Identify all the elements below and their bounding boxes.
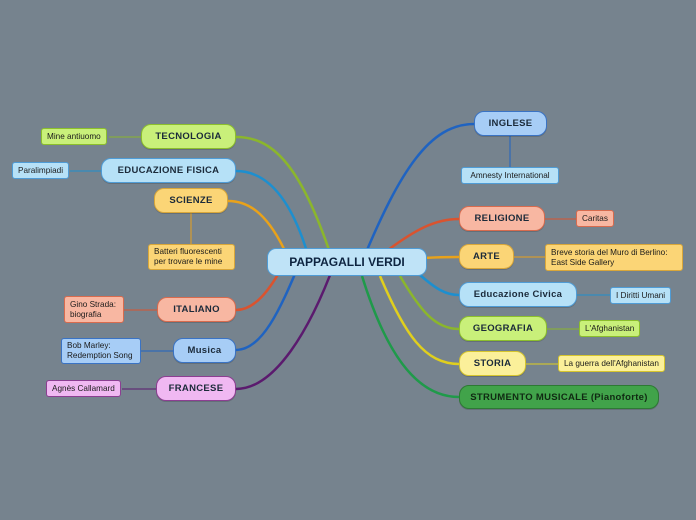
link-arte — [423, 255, 460, 260]
subtopic-amnesty-international[interactable]: Amnesty International — [461, 167, 559, 184]
topic-strumento-musicale[interactable]: STRUMENTO MUSICALE (Pianoforte) — [459, 385, 659, 409]
topic-inglese[interactable]: INGLESE — [474, 111, 547, 136]
link-educazione-fisica — [235, 169, 312, 263]
link-tecnologia — [235, 135, 335, 263]
link-educazione-civica — [419, 274, 460, 297]
link-inglese — [360, 122, 475, 263]
topic-storia[interactable]: STORIA — [459, 351, 526, 376]
subtopic-muro-di-berlino[interactable]: Breve storia del Muro di Berlino: East S… — [545, 244, 683, 271]
subtopic-gino-strada[interactable]: Gino Strada: biografia — [64, 296, 124, 323]
subtopic-mine-antiuomo[interactable]: Mine antiuomo — [41, 128, 107, 145]
subtopic-diritti-umani[interactable]: I Diritti Umani — [610, 287, 672, 304]
link-musica — [235, 261, 302, 352]
link-strumento — [360, 275, 460, 399]
subtopic-agnes-callamard[interactable]: Agnès Callamard — [46, 380, 121, 397]
subtopic-bob-marley[interactable]: Bob Marley: Redemption Song — [61, 338, 141, 364]
subtopic-caritas[interactable]: Caritas — [576, 210, 614, 227]
link-francese — [235, 261, 337, 391]
topic-educazione-fisica[interactable]: EDUCAZIONE FISICA — [101, 158, 236, 183]
topic-tecnologia[interactable]: TECNOLOGIA — [141, 124, 236, 149]
topic-italiano[interactable]: ITALIANO — [157, 297, 236, 322]
topic-francese[interactable]: FRANCESE — [156, 376, 236, 401]
topic-scienze[interactable]: SCIENZE — [154, 188, 228, 213]
subtopic-guerra-afghanistan[interactable]: La guerra dell'Afghanistan — [558, 355, 665, 372]
subtopic-paralimpiadi[interactable]: Paralimpiadi — [12, 162, 70, 179]
topic-geografia[interactable]: GEOGRAFIA — [459, 316, 547, 341]
subtopic-afghanistan[interactable]: L'Afghanistan — [579, 320, 641, 337]
subtopic-batteri-fluorescenti[interactable]: Batteri fluorescenti per trovare le mine — [148, 244, 235, 270]
topic-arte[interactable]: ARTE — [459, 244, 514, 269]
link-geografia — [398, 275, 460, 331]
topic-musica[interactable]: Musica — [173, 338, 236, 363]
link-storia — [378, 275, 460, 366]
topic-religione[interactable]: RELIGIONE — [459, 206, 545, 231]
central-topic[interactable]: PAPPAGALLI VERDI — [267, 248, 427, 276]
topic-educazione-civica[interactable]: Educazione Civica — [459, 282, 577, 307]
link-religione — [387, 217, 460, 252]
